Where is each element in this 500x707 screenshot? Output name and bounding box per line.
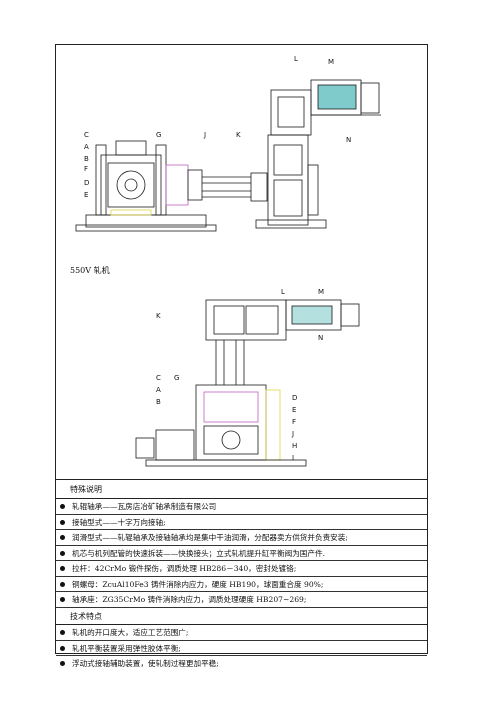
svg-text:D: D	[84, 179, 89, 187]
figure-area: L M C G J K A B F D E N 550V 轧机	[56, 45, 427, 480]
bullet-icon	[60, 535, 65, 540]
special-title: 特殊说明	[70, 485, 102, 494]
bullet-icon	[60, 519, 65, 525]
svg-text:K: K	[156, 312, 161, 320]
mill-drawing-2: L M K N C G A B D E F J H I	[135, 288, 360, 467]
document-sheet: L M C G J K A B F D E N 550V 轧机	[55, 44, 428, 668]
svg-text:G: G	[156, 131, 161, 139]
svg-text:G: G	[174, 374, 179, 382]
bullet-icon	[60, 566, 65, 571]
list-item: 机芯与机列配管的快速拆装——快换接头；立式轧机提升缸平衡阀为国产件.	[56, 546, 427, 561]
list-item: 轧辊轴承——瓦房店冶矿轴承制造有限公司	[56, 499, 427, 515]
svg-text:N: N	[346, 136, 351, 144]
list-item: 拉杆：42CrMo 锻件探伤，调质处理 HB286－340，密封处镀铬;	[56, 561, 427, 577]
list-item: 轧机平衡装置采用弹性胶体平衡;	[56, 641, 427, 656]
list-item: 接轴型式——十字万向接轴;	[56, 515, 427, 530]
svg-text:F: F	[84, 165, 88, 173]
svg-text:I: I	[292, 454, 294, 462]
svg-text:J: J	[291, 430, 294, 438]
bullet-icon	[60, 630, 65, 635]
svg-text:A: A	[156, 386, 161, 394]
svg-text:A: A	[84, 143, 89, 151]
svg-text:E: E	[84, 191, 88, 199]
svg-text:M: M	[328, 58, 334, 66]
svg-text:N: N	[318, 334, 323, 342]
tech-list: 轧机的开口度大，适应工艺范围广; 轧机平衡装置采用弹性胶体平衡; 浮动式接轴辅助…	[56, 625, 427, 672]
svg-text:J: J	[203, 131, 206, 139]
svg-text:D: D	[292, 394, 297, 402]
bullet-icon	[60, 581, 65, 587]
special-list: 轧辊轴承——瓦房店冶矿轴承制造有限公司 接轴型式——十字万向接轴; 润滑型式——…	[56, 499, 427, 608]
svg-text:C: C	[84, 131, 89, 139]
svg-text:C: C	[156, 374, 161, 382]
mill-drawing-1: L M C G J K A B F D E N	[75, 55, 381, 232]
bullet-icon	[60, 550, 65, 556]
svg-text:F: F	[292, 418, 296, 426]
tech-title: 技术特点	[70, 612, 102, 621]
svg-text:B: B	[156, 398, 161, 406]
list-item: 铜螺母：ZcuAl10Fe3 铸件消除内应力，硬度 HB190，球面重合度 90…	[56, 577, 427, 592]
list-item: 轴承座：ZG35CrMo 铸件消除内应力，调质处理硬度 HB207~269;	[56, 592, 427, 608]
bullet-icon	[60, 645, 65, 651]
list-item: 润滑型式——轧辊轴承及接轴轴承均是集中干油润滑，分配器卖方供货并负责安装;	[56, 530, 427, 546]
bullet-icon	[60, 661, 65, 666]
svg-text:H: H	[292, 442, 297, 450]
bullet-icon	[60, 597, 65, 602]
tech-title-row: 技术特点	[56, 608, 427, 625]
svg-text:L: L	[294, 55, 298, 63]
svg-text:L: L	[281, 288, 285, 296]
svg-text:M: M	[318, 288, 324, 296]
bullet-icon	[60, 504, 65, 509]
special-title-row: 特殊说明	[56, 480, 427, 499]
svg-text:B: B	[84, 155, 89, 163]
figure-caption: 550V 轧机	[70, 266, 110, 275]
list-item: 轧机的开口度大，适应工艺范围广;	[56, 625, 427, 641]
svg-text:K: K	[236, 131, 241, 139]
list-item: 浮动式接轴辅助装置，使轧制过程更加平稳;	[56, 656, 427, 672]
svg-text:E: E	[292, 406, 296, 414]
